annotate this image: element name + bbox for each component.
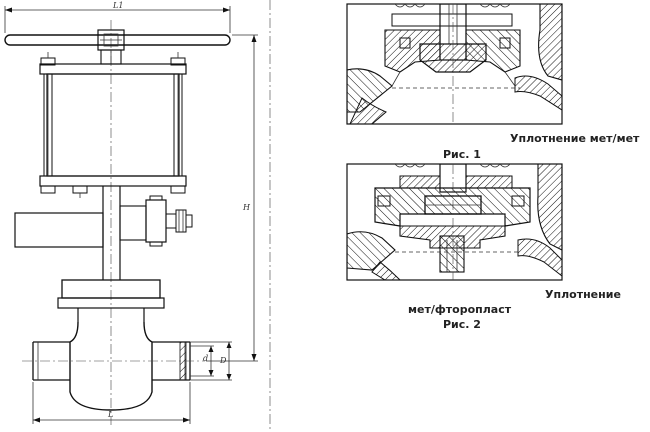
detail-fig2	[346, 163, 563, 281]
bonnet-flange	[57, 279, 165, 322]
detail-fig1	[346, 3, 563, 125]
valve-body	[22, 321, 205, 411]
caption-fig1: Рис. 1	[443, 148, 481, 161]
caption-seal-metal-ptfe-line1: Уплотнение	[545, 288, 621, 301]
yoke	[14, 186, 193, 280]
dimension-lines: L1 H d D L	[4, 1, 258, 424]
handwheel	[4, 29, 231, 65]
dim-d-small-label: d	[203, 354, 208, 363]
caption-seal-metal-ptfe-line2: мет/фторопласт	[408, 303, 512, 316]
actuator-housing	[39, 52, 187, 198]
dim-l1-label: L1	[112, 1, 123, 10]
valve-assembly: L1 H d D L	[4, 1, 258, 425]
dim-d-big-label: D	[219, 356, 227, 365]
dim-h-label: H	[242, 203, 251, 212]
dim-l-label: L	[107, 410, 113, 419]
caption-fig2: Рис. 2	[443, 318, 481, 331]
caption-seal-metal-metal: Уплотнение мет/мет	[510, 132, 640, 145]
